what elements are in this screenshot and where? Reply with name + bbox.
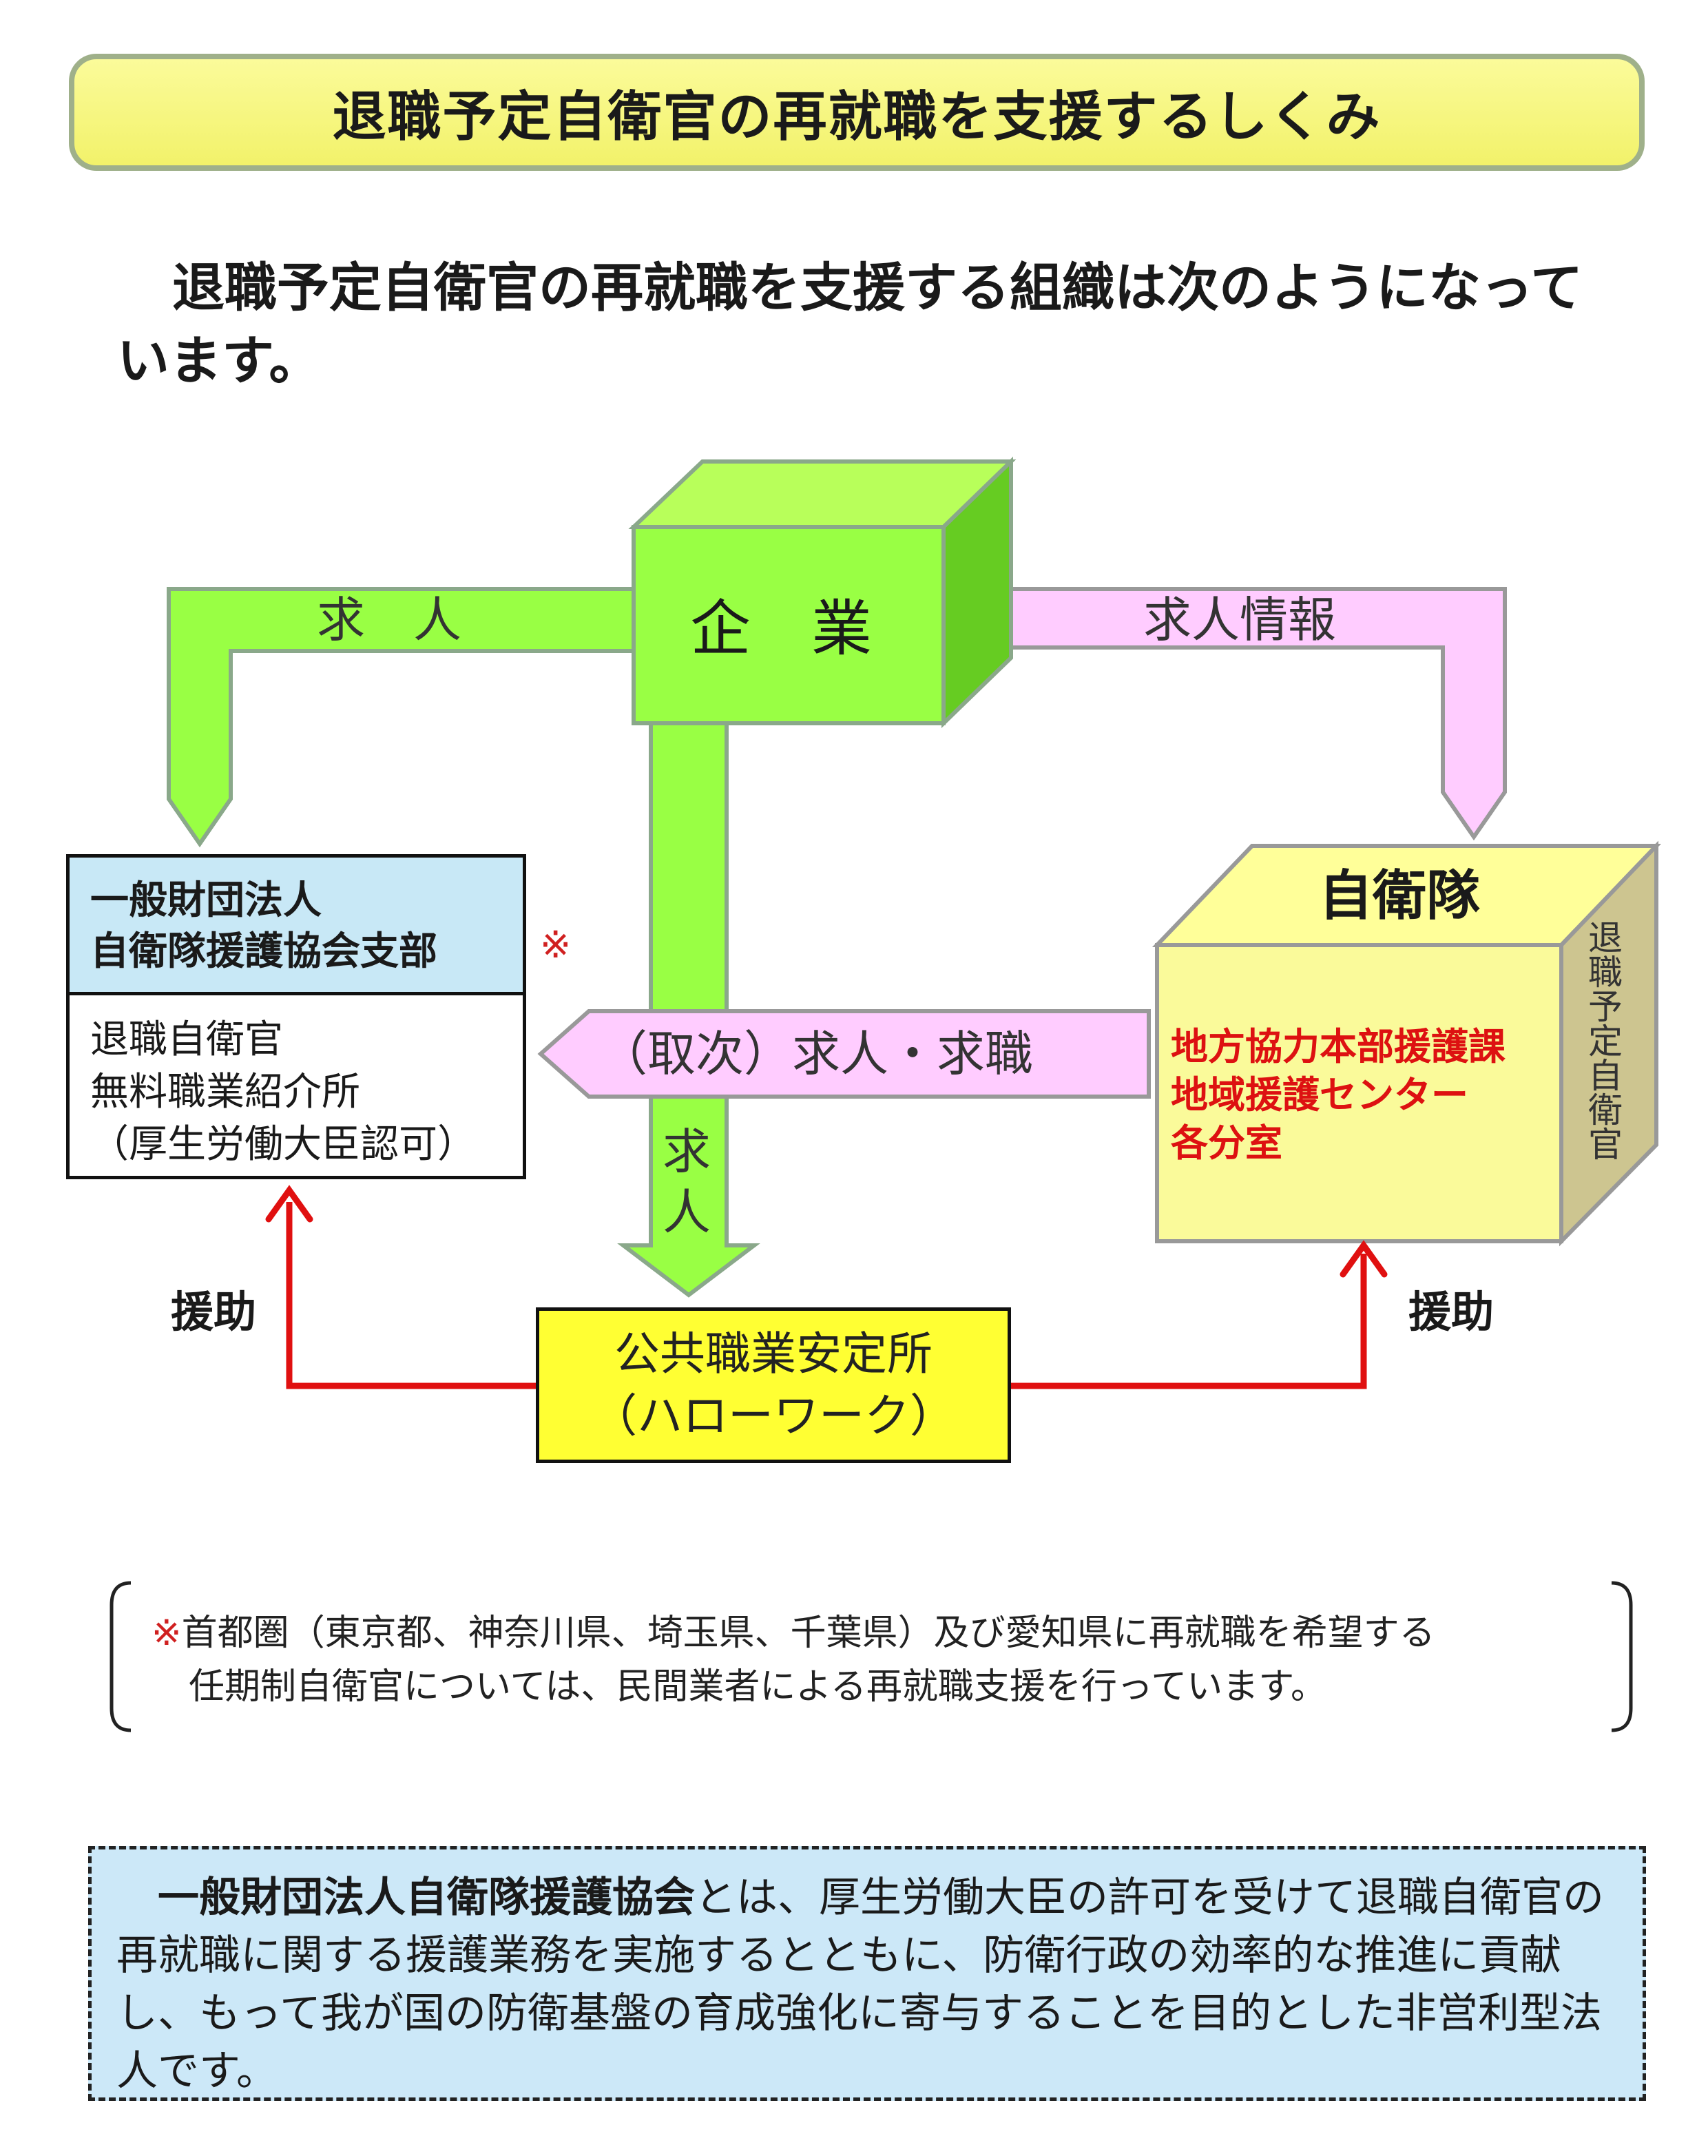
association-body-line-3: （厚生労働大臣認可） bbox=[90, 1122, 476, 1167]
hello-work-line-2: （ハローワーク） bbox=[592, 1389, 955, 1442]
note-line-1: 首都圏（東京都、神奈川県、埼玉県、千葉県）及び愛知県に再就職を希望する bbox=[181, 1613, 1435, 1654]
label-company-to-assoc: 求 人 bbox=[317, 592, 461, 648]
association-body: 退職自衛官 無料職業紹介所 （厚生労働大臣認可） bbox=[70, 999, 476, 1171]
company-cube bbox=[628, 456, 1017, 729]
title-banner: 退職予定自衛官の再就職を支援するしくみ bbox=[69, 54, 1645, 171]
info-text: とは、厚生労働大臣の許可を受けて退職自衛官の再就職に関する援護業務を実施するとと… bbox=[116, 1874, 1604, 2095]
sdf-unit-2: 地域援護センター bbox=[1171, 1073, 1468, 1117]
sdf-unit-1: 地方協力本部援護課 bbox=[1171, 1025, 1506, 1068]
support-arrows bbox=[286, 1202, 1367, 1389]
label-company-to-hw-2: 人 bbox=[663, 1184, 711, 1241]
label-company-to-hw-1: 求 bbox=[663, 1123, 711, 1180]
arrow-company-to-assoc bbox=[167, 587, 636, 848]
note-text: ※首都圏（東京都、神奈川県、埼玉県、千葉県）及び愛知県に再就職を希望する 任期制… bbox=[152, 1606, 1598, 1714]
label-company-to-sdf: 求人情報 bbox=[1143, 592, 1336, 648]
sdf-cube bbox=[1152, 840, 1662, 1247]
association-name-line-2: 自衛隊援護協会支部 bbox=[90, 929, 437, 974]
hello-work-box: 公共職業安定所 （ハローワーク） bbox=[536, 1307, 1011, 1463]
info-lead: 一般財団法人自衛隊援護協会 bbox=[158, 1874, 695, 1922]
association-body-line-1: 退職自衛官 bbox=[90, 1017, 283, 1062]
info-box: 一般財団法人自衛隊援護協会とは、厚生労働大臣の許可を受けて退職自衛官の再就職に関… bbox=[88, 1846, 1646, 2101]
page-title: 退職予定自衛官の再就職を支援するしくみ bbox=[332, 86, 1382, 148]
sdf-side-label: 退職予定自衛官 bbox=[1583, 920, 1623, 1161]
intro-text: 退職予定自衛官の再就職を支援する組織は次のようになっています。 bbox=[117, 257, 1583, 391]
label-sdf-to-assoc: （取次）求人・求職 bbox=[599, 1026, 1033, 1082]
association-name: 一般財団法人 自衛隊援護協会支部 bbox=[70, 858, 523, 995]
sdf-title: 自衛隊 bbox=[1319, 865, 1481, 927]
company-label: 企 業 bbox=[690, 593, 873, 664]
arrow-sdf-to-assoc bbox=[537, 1009, 1151, 1099]
note-line-2: 任期制自衛官については、民間業者による再就職支援を行っています。 bbox=[189, 1666, 1327, 1708]
sdf-unit-3: 各分室 bbox=[1171, 1121, 1282, 1165]
association-box: 一般財団法人 自衛隊援護協会支部 退職自衛官 無料職業紹介所 （厚生労働大臣認可… bbox=[66, 854, 526, 1179]
label-hw-to-assoc: 援助 bbox=[171, 1287, 257, 1337]
hello-work-line-1: 公共職業安定所 bbox=[614, 1327, 933, 1380]
label-hw-to-sdf: 援助 bbox=[1408, 1287, 1494, 1337]
association-note-mark: ※ bbox=[540, 923, 572, 966]
note-mark: ※ bbox=[152, 1613, 182, 1654]
association-name-line-1: 一般財団法人 bbox=[90, 878, 322, 923]
association-body-line-2: 無料職業紹介所 bbox=[90, 1070, 360, 1115]
note-brackets bbox=[110, 1581, 1633, 1732]
